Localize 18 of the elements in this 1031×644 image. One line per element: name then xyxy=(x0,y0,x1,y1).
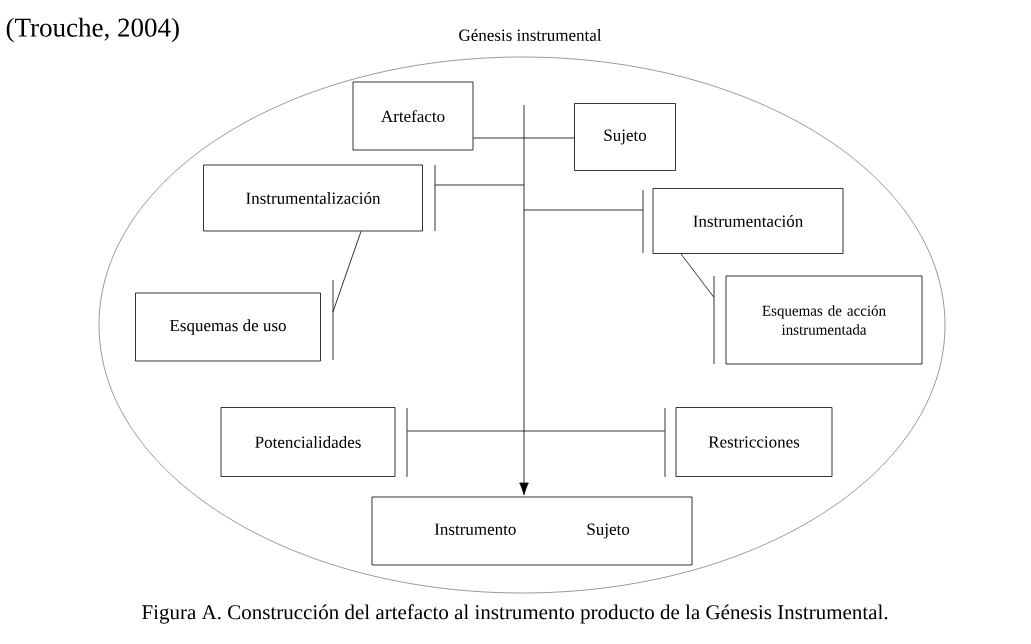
connector-line xyxy=(434,184,525,186)
citation: (Trouche, 2004) xyxy=(6,17,179,43)
text-box: Instrumento Sujeto xyxy=(371,496,693,566)
connector-line xyxy=(407,430,665,432)
heading: Génesis instrumental xyxy=(459,29,602,41)
arrow xyxy=(519,104,529,496)
text-box: Restricciones xyxy=(675,407,833,477)
text-box: Esquemas de acción instrumentada xyxy=(725,275,923,365)
text-box: Sujeto xyxy=(574,103,676,171)
connector-line xyxy=(523,209,643,211)
connector-line xyxy=(473,137,575,139)
text-box: Potencialidades xyxy=(220,407,396,477)
text-box: Instrumentalización xyxy=(203,164,423,232)
caption: Figura A. Construcción del artefacto al instrumento producto de la Génesis Instrumental. xyxy=(142,604,888,624)
connector-line xyxy=(680,253,714,298)
text-box: Esquemas de uso xyxy=(135,292,321,362)
text-box: Artefacto xyxy=(352,81,474,151)
text-box: Instrumentación xyxy=(652,188,844,254)
